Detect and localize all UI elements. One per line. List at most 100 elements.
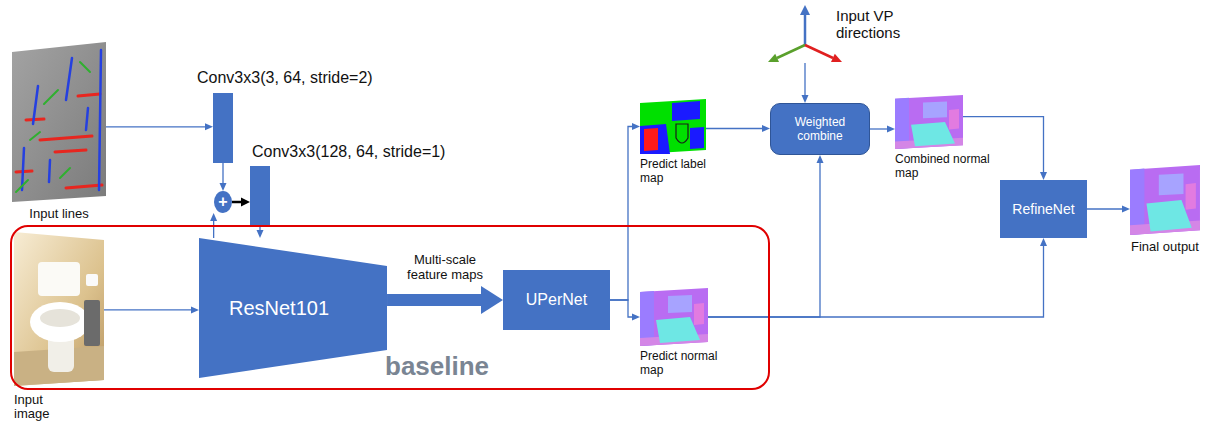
layer-label: Conv3x3(3, 64, stride=2) xyxy=(197,68,373,87)
green-line xyxy=(16,180,28,192)
connector-line xyxy=(804,63,805,97)
green-line-group xyxy=(16,62,90,192)
label-region xyxy=(672,101,700,121)
arrow-head xyxy=(632,314,640,321)
arrow-head xyxy=(1040,172,1047,180)
box-label: RefineNet xyxy=(1012,201,1074,218)
conv-layer-box: Conv3x3(3, 64, stride=2) xyxy=(213,93,233,163)
connector-arrow xyxy=(870,126,895,133)
refine-box: RefineNet xyxy=(1000,180,1087,238)
axis-up xyxy=(804,14,807,45)
connector-arrow xyxy=(708,155,824,317)
axis-head xyxy=(800,5,810,15)
image-caption: Combined normal map xyxy=(895,152,1000,180)
connector-line xyxy=(708,161,820,317)
combine-box: Weighted combine xyxy=(770,103,870,155)
blue-line-group xyxy=(22,50,101,190)
paper-holder xyxy=(86,274,98,286)
box-label: ResNet101 xyxy=(229,296,329,320)
axis-left xyxy=(777,45,805,58)
image-caption: Input lines xyxy=(29,206,88,222)
arrow-head xyxy=(1122,206,1130,213)
axis-head xyxy=(831,54,842,62)
connector-arrow xyxy=(387,286,503,314)
connector-line xyxy=(1087,208,1124,209)
green-line xyxy=(80,62,90,72)
combined-normal-map xyxy=(895,95,963,149)
connector-arrow xyxy=(708,238,1047,317)
image-caption: Input image xyxy=(14,393,59,421)
arrow-head xyxy=(481,286,503,314)
connector-arrow xyxy=(106,123,213,130)
blue-line xyxy=(99,50,101,190)
connector-line xyxy=(870,128,889,129)
connector-arrow xyxy=(610,300,640,321)
connector-line xyxy=(706,128,764,129)
arrow-head xyxy=(887,126,895,133)
input-lines-image: Input lines xyxy=(12,42,106,202)
arrow-head xyxy=(817,155,824,163)
axes-label: Input VP directions xyxy=(836,7,936,41)
connector-line xyxy=(106,126,207,127)
connector-arrow xyxy=(1087,206,1130,213)
connector-line xyxy=(610,300,634,317)
baseline-region: baselineInput imageResNet101UPerNetPredi… xyxy=(10,225,770,390)
blue-line xyxy=(49,160,50,182)
lines-image-ground xyxy=(12,42,106,202)
layer-label: Conv3x3(128, 64, stride=1) xyxy=(252,142,445,161)
connector-line xyxy=(222,163,223,185)
image-caption: Predict label map xyxy=(640,157,725,185)
conv-layer-box: Conv3x3(128, 64, stride=1) xyxy=(250,166,270,226)
arrow-head xyxy=(210,213,217,221)
label-outline xyxy=(676,124,688,143)
red-line xyxy=(26,119,44,120)
vp-directions-axes: Input VP directions xyxy=(766,5,844,63)
arrow-head xyxy=(241,198,250,207)
backbone-trapezoid: ResNet101 xyxy=(199,238,387,378)
edge-label: Multi-scale feature maps xyxy=(399,252,491,282)
label-region xyxy=(640,124,670,154)
normal-map-image: Predict normal map xyxy=(640,288,708,346)
box-label: Weighted combine xyxy=(788,115,852,144)
red-line xyxy=(66,185,102,188)
predicted-normal-map xyxy=(640,288,708,346)
connector-arrow xyxy=(104,306,199,313)
red-line-group xyxy=(16,94,102,188)
red-line xyxy=(78,94,100,96)
label-region xyxy=(644,128,658,151)
green-line xyxy=(30,132,40,140)
green-line xyxy=(60,168,70,178)
label-map-ground xyxy=(640,99,706,154)
arrow-head xyxy=(205,123,213,130)
connector-arrow xyxy=(706,125,770,132)
arrow-head xyxy=(191,306,199,313)
connector-line xyxy=(387,294,488,306)
connector-line xyxy=(104,309,193,310)
axis-head xyxy=(768,54,779,62)
room-photo-ground xyxy=(14,232,104,386)
arrow-head xyxy=(802,95,809,103)
decoder-box: UPerNet xyxy=(503,270,610,330)
axis-right xyxy=(805,45,833,58)
label-map-image: Predict label map xyxy=(640,99,706,154)
arrow-head xyxy=(632,123,640,130)
blue-line xyxy=(66,58,72,100)
toilet-tank xyxy=(38,262,80,296)
connector-line xyxy=(610,127,634,301)
normal-map-image: Combined normal map xyxy=(895,95,963,149)
red-line xyxy=(55,150,86,152)
red-line xyxy=(40,136,92,140)
connector-arrow xyxy=(232,198,250,207)
connector-arrow xyxy=(220,163,227,191)
connector-arrow xyxy=(257,226,264,238)
final-normal-map xyxy=(1130,165,1200,235)
output-image: Final output xyxy=(1130,165,1200,235)
connector-line xyxy=(708,244,1044,317)
blue-line xyxy=(33,86,38,124)
input-image: Input image xyxy=(14,232,104,386)
image-caption: Final output xyxy=(1131,239,1199,255)
connector-line xyxy=(213,219,214,238)
trapezoid-fill xyxy=(199,238,387,378)
arrow-head xyxy=(220,183,227,191)
